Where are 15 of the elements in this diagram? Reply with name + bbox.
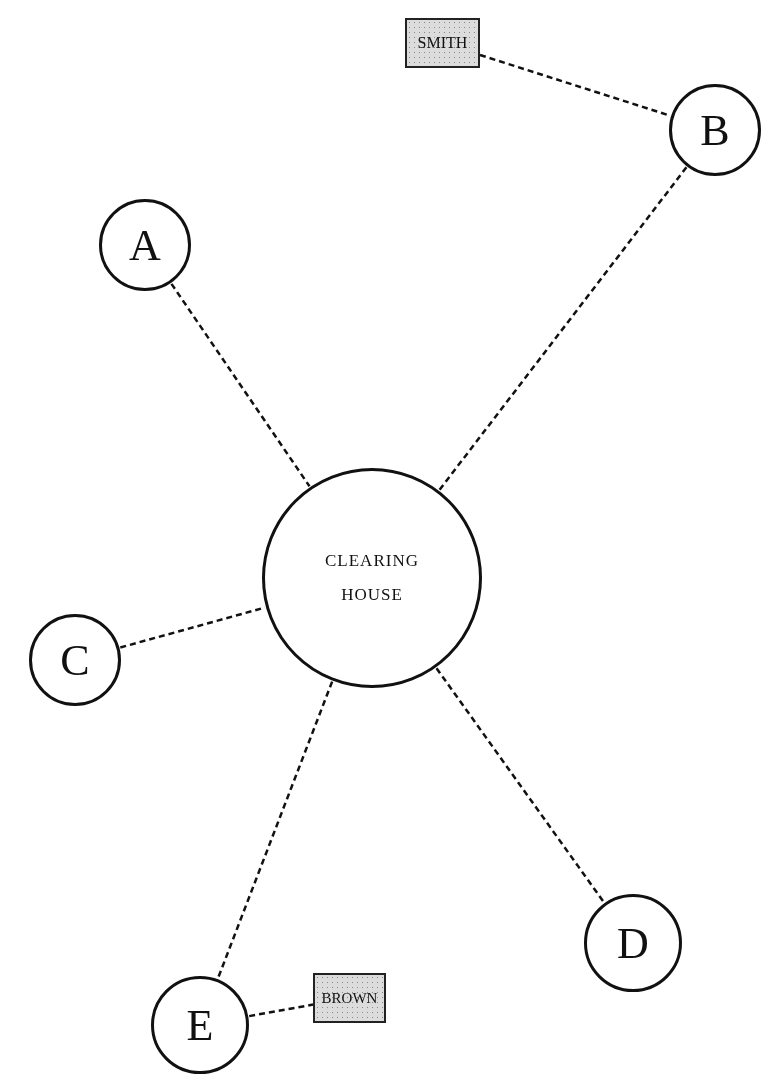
dashed-connector <box>435 667 605 904</box>
node-label: SMITH <box>417 34 468 52</box>
node-label: D <box>617 917 649 969</box>
node-label: E <box>186 999 214 1051</box>
dashed-connector <box>248 1003 314 1018</box>
node-label: BROWN <box>321 989 378 1007</box>
node-label: B <box>700 104 730 156</box>
dashed-connector <box>216 681 334 979</box>
dashed-connector <box>170 283 311 487</box>
dashed-connector <box>438 166 688 491</box>
shaded-name-box <box>405 18 480 68</box>
shaded-name-box <box>313 973 386 1023</box>
node-label: C <box>60 634 90 686</box>
node-label: CLEARING HOUSE <box>324 550 420 606</box>
node-label: A <box>129 219 161 271</box>
